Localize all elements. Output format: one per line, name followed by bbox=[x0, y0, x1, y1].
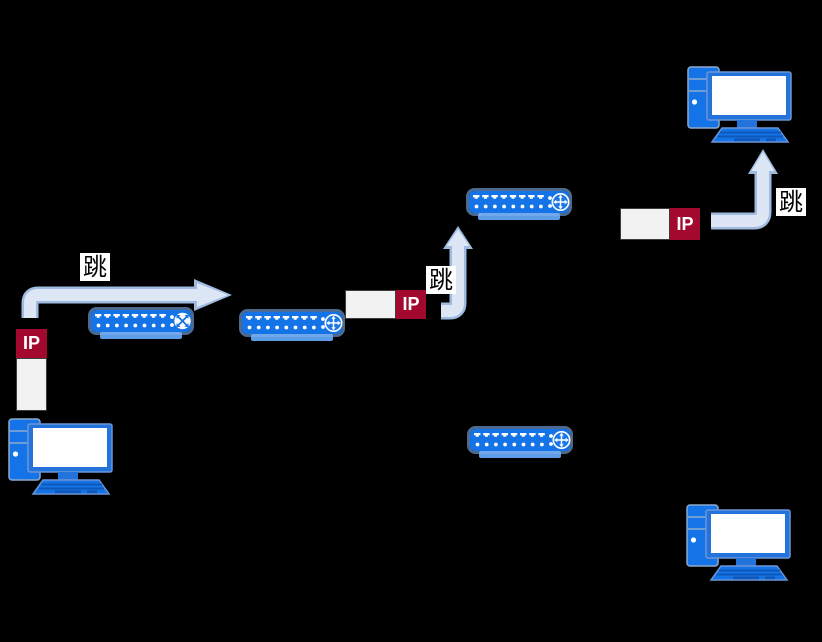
ip-packet-2: IP bbox=[345, 290, 426, 319]
hop-arrow-3 bbox=[711, 149, 778, 230]
router-2-device bbox=[466, 188, 572, 220]
destination-computer-icon bbox=[687, 66, 792, 143]
hop-arrow-2 bbox=[441, 226, 473, 320]
switch-device bbox=[88, 307, 194, 339]
ip-packet-1-body bbox=[16, 358, 47, 411]
ip-packet-1-header: IP bbox=[16, 329, 47, 358]
hop-label-2: 跳 bbox=[426, 266, 456, 294]
router-1-icon bbox=[324, 314, 343, 332]
ip-packet-3: IP bbox=[620, 208, 700, 240]
router-1-ports bbox=[246, 316, 325, 330]
ip-packet-3-header: IP bbox=[670, 208, 700, 240]
hop-label-3: 跳 bbox=[776, 188, 806, 216]
ip-packet-1: IP bbox=[16, 329, 47, 411]
ip-packet-2-header: IP bbox=[396, 290, 426, 319]
switch-ports bbox=[95, 314, 174, 328]
router-2-ports bbox=[473, 195, 552, 209]
switch-icon bbox=[174, 312, 191, 330]
hop-label-1: 跳 bbox=[80, 253, 110, 281]
source-computer-icon bbox=[8, 418, 113, 495]
idle-computer-icon bbox=[686, 504, 791, 581]
hop-arrow-1 bbox=[21, 279, 232, 318]
ip-packet-2-body bbox=[345, 290, 396, 319]
router-1-device bbox=[239, 309, 345, 341]
router-3-device bbox=[467, 426, 573, 458]
router-3-icon bbox=[552, 431, 571, 449]
router-3-ports bbox=[474, 433, 553, 447]
ip-packet-3-body bbox=[620, 208, 670, 240]
router-2-icon bbox=[551, 193, 570, 211]
